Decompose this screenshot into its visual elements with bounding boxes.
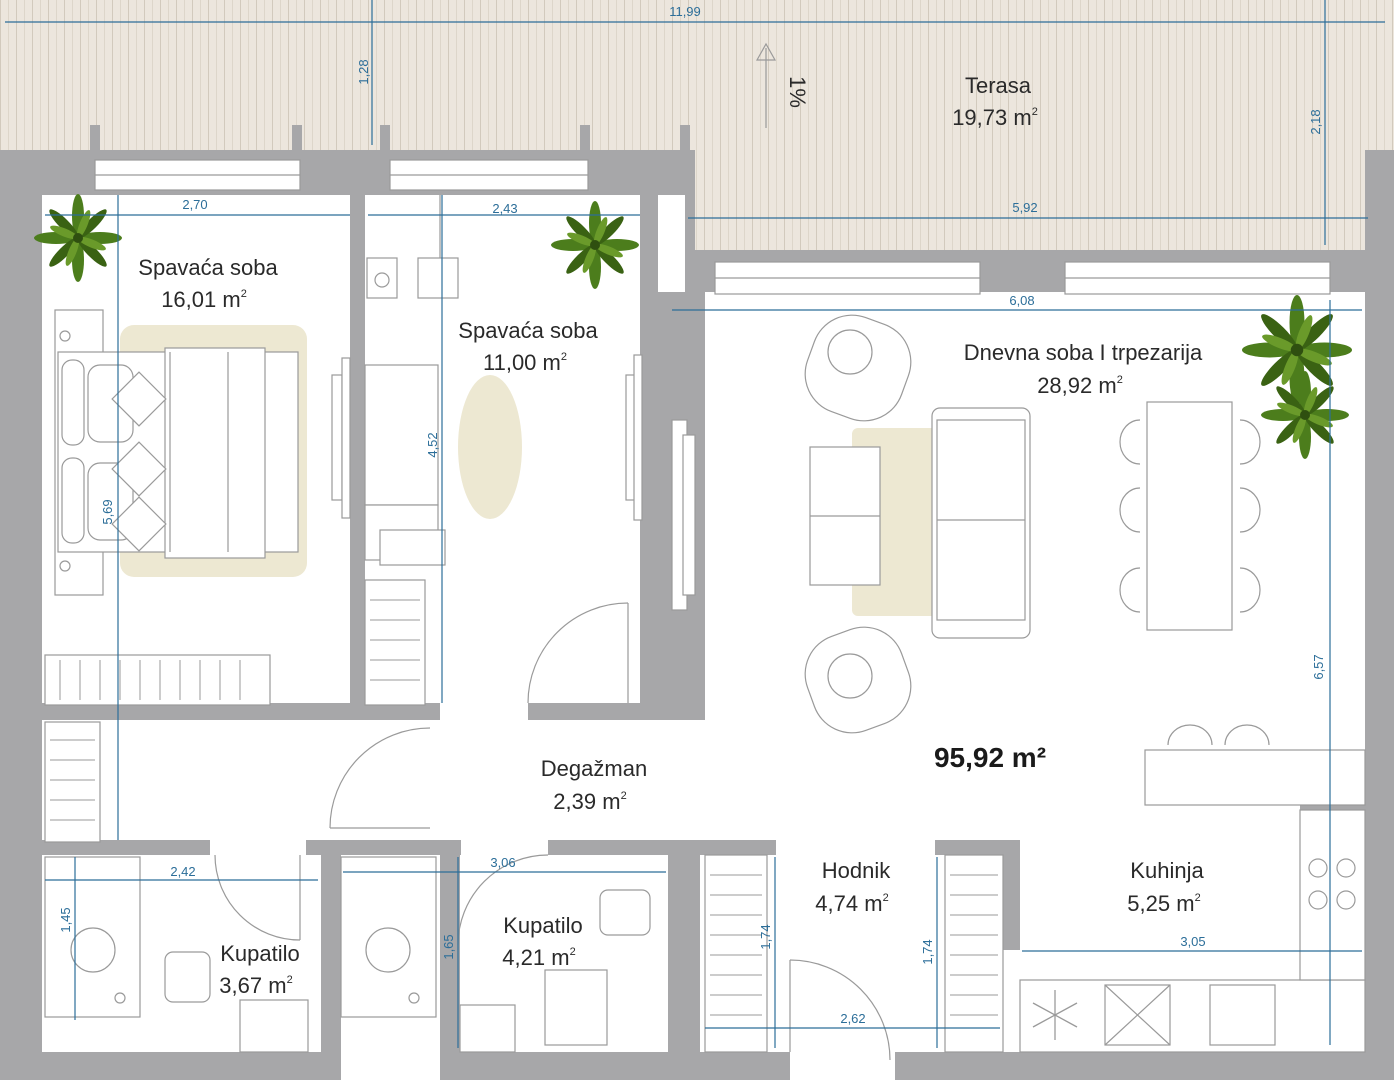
dim-living-width: 6,08 (1009, 293, 1034, 308)
svg-text:4,74 m2: 4,74 m2 (815, 891, 888, 916)
dim-hall-depth-left: 1,74 (758, 924, 773, 949)
room-label-degazman: Degažman 2,39 m2 (541, 756, 647, 814)
area-unit-sup: 2 (1195, 892, 1201, 904)
svg-text:16,01 m2: 16,01 m2 (161, 287, 247, 312)
room-label-kuhinja: Kuhinja 5,25 m2 (1127, 858, 1204, 916)
room-label-bath1: Kupatilo 3,67 m2 (219, 941, 299, 998)
room-area: 4,74 m (815, 891, 882, 916)
room-label-bath2: Kupatilo 4,21 m2 (502, 913, 582, 970)
desk-bedroom2 (366, 195, 459, 299)
wardrobe-hall-right (944, 854, 1004, 1053)
terrace-deck (0, 0, 1394, 250)
room-area: 5,25 m (1127, 891, 1194, 916)
kitchen-island (1144, 724, 1366, 806)
kitchen-counter (1019, 809, 1366, 1053)
dim-terrace-depth-right: 2,18 (1308, 109, 1323, 134)
wardrobe-bedroom1 (44, 654, 271, 843)
room-area: 2,39 m (553, 789, 620, 814)
room-area: 28,92 m (1037, 373, 1117, 398)
coffee-table (809, 446, 881, 586)
svg-text:5,25 m2: 5,25 m2 (1127, 891, 1200, 916)
dim-bath2-width: 3,06 (490, 855, 515, 870)
area-unit-sup: 2 (883, 892, 889, 904)
dining-table (1119, 401, 1261, 631)
room-area: 3,67 m (219, 973, 286, 998)
total-area: 95,92 m² (934, 742, 1046, 773)
snowflake-icon (1032, 990, 1078, 1040)
area-unit-sup: 2 (287, 974, 293, 986)
dim-bath1-width: 2,42 (170, 864, 195, 879)
dim-terrace-inner-width: 5,92 (1012, 200, 1037, 215)
svg-text:2,39 m2: 2,39 m2 (553, 789, 626, 814)
plant-bedroom1 (34, 194, 122, 282)
room-name: Spavaća soba (458, 318, 598, 343)
bath1-fixtures (44, 856, 309, 1053)
room-name: Kupatilo (220, 941, 300, 966)
dim-terrace-width: 11,99 (669, 4, 701, 19)
armchair-bottom (804, 626, 912, 734)
room-label-bedroom2: Spavaća soba 11,00 m2 (458, 318, 598, 375)
svg-text:19,73 m2: 19,73 m2 (952, 105, 1038, 130)
dim-terrace-depth-left: 1,28 (356, 59, 371, 84)
svg-text:28,92 m2: 28,92 m2 (1037, 373, 1123, 398)
dim-bath2-depth: 1,65 (441, 934, 456, 959)
wardrobe-bedroom2 (364, 364, 446, 706)
room-name: Degažman (541, 756, 647, 781)
tv-bedroom2 (625, 354, 643, 521)
wardrobe-bedroom2-lines (370, 599, 420, 681)
wardrobe-bedroom1-lines (50, 660, 241, 821)
dim-bath1-depth: 1,45 (58, 907, 73, 932)
dim-bed2-width: 2,43 (492, 201, 517, 216)
dim-kitchen-width: 3,05 (1180, 934, 1205, 949)
dim-bed1-width: 2,70 (182, 197, 207, 212)
room-label-bedroom1: Spavaća soba 16,01 m2 (138, 255, 278, 312)
room-name: Hodnik (822, 858, 891, 883)
room-area: 4,21 m (502, 945, 569, 970)
area-unit-sup: 2 (621, 790, 627, 802)
wardrobe-hall-left (704, 854, 768, 1053)
slope-arrow-icon (755, 42, 777, 128)
doors (214, 602, 891, 1061)
dim-bed2-depth: 4,52 (425, 432, 440, 457)
dim-hall-width: 2,62 (840, 1011, 865, 1026)
tv-bedroom1 (331, 357, 351, 519)
room-label-terasa: Terasa 19,73 m2 (952, 73, 1038, 130)
area-unit-sup: 2 (1032, 106, 1038, 118)
windows (94, 159, 1331, 295)
dim-hall-depth-right: 1,74 (920, 939, 935, 964)
room-area: 19,73 m (952, 105, 1032, 130)
room-name: Dnevna soba I trpezarija (964, 340, 1203, 365)
room-area: 16,01 m (161, 287, 241, 312)
room-label-living: Dnevna soba I trpezarija 28,92 m2 (964, 340, 1203, 398)
room-name: Terasa (965, 73, 1032, 98)
svg-text:4,21 m2: 4,21 m2 (502, 945, 575, 970)
plant-bedroom2 (551, 201, 639, 289)
dim-bed1-depth: 5,69 (100, 499, 115, 524)
room-area: 11,00 m (483, 350, 561, 375)
plant-living-large (1242, 295, 1352, 405)
area-unit-sup: 2 (570, 946, 576, 958)
room-name: Kuhinja (1130, 858, 1204, 883)
plant-living-small (1261, 371, 1349, 459)
area-unit-sup: 2 (1117, 374, 1123, 386)
bath2-fixtures (340, 856, 651, 1053)
room-label-hodnik: Hodnik 4,74 m2 (815, 858, 891, 916)
room-name: Spavaća soba (138, 255, 278, 280)
area-unit-sup: 2 (561, 351, 567, 363)
svg-text:3,67 m2: 3,67 m2 (219, 973, 292, 998)
dim-living-depth: 6,57 (1311, 654, 1326, 679)
tv-unit-living (671, 419, 696, 611)
area-unit-sup: 2 (241, 288, 247, 300)
room-name: Kupatilo (503, 913, 583, 938)
wardrobe-hall-lines (710, 874, 998, 1016)
dimension-lines (5, 0, 1385, 1048)
svg-text:11,00 m2: 11,00 m2 (483, 350, 567, 375)
bed-double (54, 309, 299, 596)
sofa (931, 407, 1031, 639)
armchair-top (804, 314, 912, 422)
terrace-slope-label: 1% (785, 76, 810, 108)
